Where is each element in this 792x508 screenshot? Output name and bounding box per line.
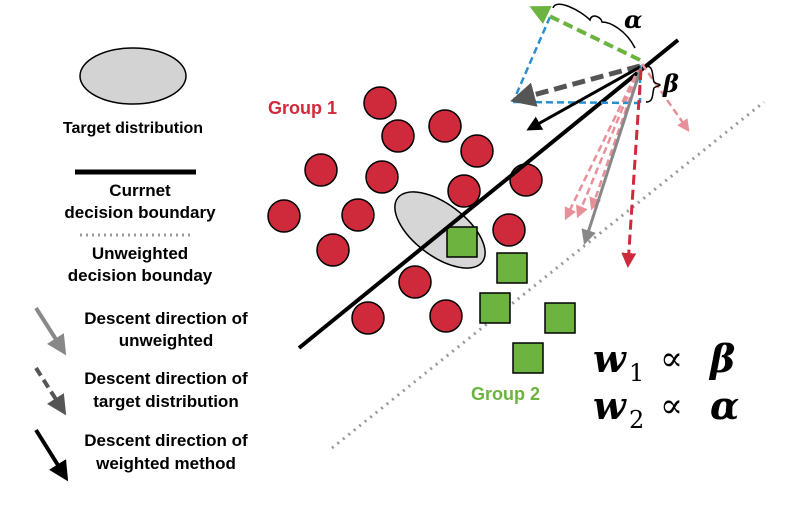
unweighted-descent-arrow-icon [34,306,67,356]
legend-desc-unweighted-1: Descent direction of [84,309,248,328]
group2-label: Group 2 [471,384,540,404]
legend-current-label-2: decision boundary [64,203,216,222]
group1-point [381,119,415,153]
group1-point [509,163,543,197]
unweighted-decision-boundary [331,100,765,450]
group2-point [496,252,528,284]
legend-target-label: Target distribution [63,120,203,137]
legend-current-label-1: Currnet [109,181,171,200]
group1-point [351,301,385,335]
group1-point [460,134,494,168]
group1-point [447,174,481,208]
formula-w1-symbol: w [593,336,627,381]
legend-desc-weighted-2: weighted method [95,454,236,473]
group1-point [365,160,399,194]
target-descent-arrow [510,63,641,107]
group1-point [316,233,350,267]
green-projection-arrow [529,5,641,62]
legend-desc-target-1: Descent direction of [84,369,248,388]
alpha-brace-icon [552,3,636,49]
group2-point [544,302,576,334]
formula-w2-subscript: 2 [629,406,644,434]
formula-w2: w 2 ∝ α [593,383,739,434]
formula-w1-subscript: 1 [629,359,644,387]
legend-unweighted-label-1: Unweighted [92,244,188,263]
weighted-descent-arrow [526,65,641,131]
formula-w1-beta: β [708,336,735,381]
group1-point [304,153,338,187]
formula-w2-alpha: α [710,383,739,428]
legend-desc-weighted-1: Descent direction of [84,431,248,450]
legend-unweighted-label-2: decision bounday [68,266,213,285]
red-gradient-arrow [621,69,643,268]
group1-point [398,265,432,299]
formula-w1: w 1 ∝ β [593,336,735,387]
beta-label: β [662,69,679,98]
target-descent-arrow-icon [34,366,67,416]
legend-desc-target-2: target distribution [93,392,238,411]
group1-label: Group 1 [268,98,337,118]
group1-point [429,299,463,333]
group1-point [363,86,397,120]
unweighted-descent-arrow [581,67,643,245]
group1-point [267,199,301,233]
formula-w2-symbol: w [593,383,627,428]
formula-w1-propto: ∝ [660,339,683,379]
group2-point [446,226,478,258]
group1-point [341,198,375,232]
weighted-descent-arrow-icon [34,428,69,482]
group1-points [267,86,543,335]
group1-point [492,213,526,247]
group1-point [428,109,462,143]
group2-points [446,226,576,374]
legend-desc-unweighted-2: unweighted [119,331,213,350]
group2-point [479,292,511,324]
formula-w2-propto: ∝ [660,386,683,426]
group2-point [512,342,544,374]
current-decision-boundary [297,38,680,350]
beta-brace-icon [645,65,661,103]
alpha-label: α [624,5,642,34]
target-distribution-swatch [79,47,187,105]
